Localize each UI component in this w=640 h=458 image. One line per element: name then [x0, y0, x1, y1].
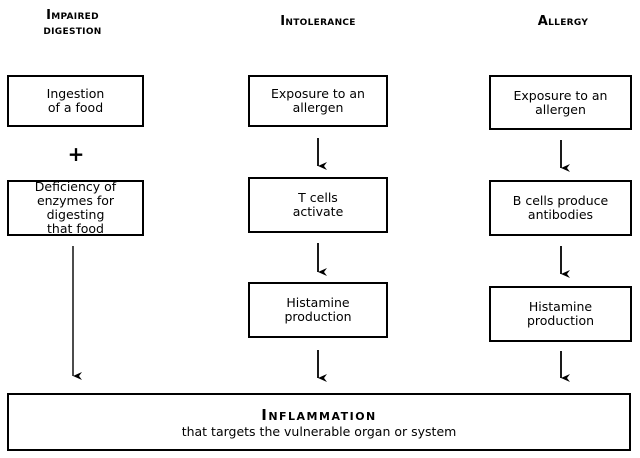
plus-sign: + — [67, 142, 85, 166]
box-t-cells-activate: T cells activate — [248, 177, 388, 233]
box-enzyme-deficiency: Deficiency of enzymes for digesting that… — [7, 180, 144, 236]
heading-impaired-digestion: Impaired digestion — [43, 8, 102, 38]
box-allergy-exposure: Exposure to an allergen — [489, 75, 632, 130]
box-intolerance-exposure: Exposure to an allergen — [248, 75, 388, 127]
inflammation-subtitle: that targets the vulnerable organ or sys… — [181, 423, 457, 439]
box-intolerance-histamine: Histamine production — [248, 282, 388, 338]
box-ingestion-of-food: Ingestion of a food — [7, 75, 144, 127]
heading-intolerance: Intolerance — [280, 14, 356, 29]
heading-allergy: Allergy — [537, 14, 589, 29]
inflammation-title: Inflammation — [261, 405, 377, 424]
box-allergy-histamine: Histamine production — [489, 286, 632, 342]
box-b-cells-antibodies: B cells produce antibodies — [489, 180, 632, 236]
box-inflammation: Inflammation that targets the vulnerable… — [7, 393, 631, 451]
